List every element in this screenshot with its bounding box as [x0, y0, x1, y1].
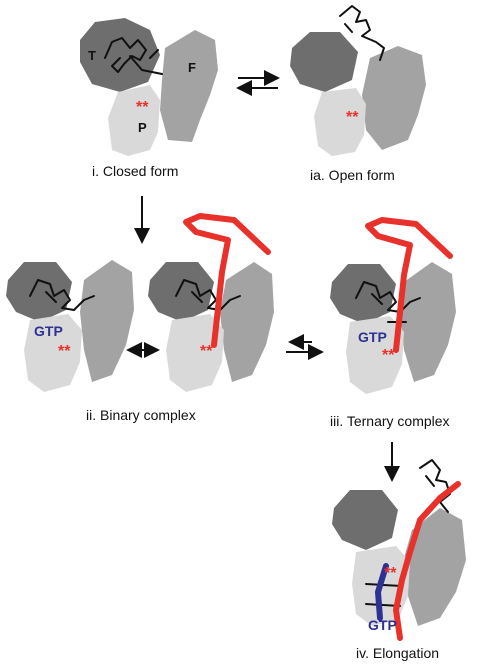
rna-strand [393, 481, 461, 641]
template-strand [29, 279, 95, 311]
fingers-domain [404, 508, 466, 626]
palm-label: P [138, 120, 147, 135]
thumb-label: T [88, 48, 96, 63]
open-form-structure: ** [290, 5, 426, 156]
fingers-label: F [188, 60, 196, 75]
rna-strand [365, 217, 453, 353]
caption-ternary-complex: iii. Ternary complex [330, 413, 450, 429]
palm-domain [24, 314, 82, 392]
thumb-domain [332, 490, 398, 550]
caption-binary-complex: ii. Binary complex [86, 407, 196, 423]
equilibrium-arrows-1 [236, 70, 280, 96]
equilibrium-arrows-2 [286, 334, 324, 360]
fingers-domain [362, 46, 426, 150]
caption-closed-form: i. Closed form [92, 163, 178, 179]
rna-strand [183, 213, 271, 348]
palm-domain [314, 88, 366, 156]
binary-complex-structure-b: ** [148, 213, 274, 392]
template-strand [339, 5, 385, 61]
template-strand [175, 279, 241, 311]
binary-complex-structure-a: GTP ** [6, 260, 134, 392]
fingers-domain [160, 30, 218, 142]
palm-domain [108, 85, 160, 156]
fingers-domain [400, 262, 456, 382]
template-strand [104, 37, 163, 75]
caption-elongation: iv. Elongation [356, 645, 439, 661]
active-site-asterisks: ** [58, 343, 71, 360]
thumb-domain [80, 18, 160, 92]
elongation-structure: GTP ** [332, 459, 466, 641]
active-site-asterisks: ** [382, 347, 395, 364]
thumb-domain [6, 262, 72, 322]
gtp-strand [375, 563, 389, 621]
gtp-label: GTP [358, 329, 387, 345]
active-site-asterisks: ** [384, 565, 397, 582]
gtp-label: GTP [34, 323, 63, 339]
fingers-domain [220, 262, 274, 382]
gtp-label: GTP [368, 617, 397, 633]
ternary-complex-structure: GTP ** [330, 217, 456, 394]
fingers-domain [80, 260, 134, 382]
thumb-domain [330, 264, 396, 324]
active-site-asterisks: ** [346, 109, 359, 126]
template-strand [365, 459, 451, 607]
palm-domain [166, 314, 224, 392]
active-site-asterisks: ** [136, 99, 149, 116]
active-site-asterisks: ** [200, 343, 213, 360]
palm-domain [346, 316, 404, 394]
closed-form-structure: T F P ** [80, 18, 218, 156]
thumb-domain [148, 262, 214, 322]
thumb-domain [290, 32, 358, 92]
caption-open-form: ia. Open form [310, 167, 395, 183]
